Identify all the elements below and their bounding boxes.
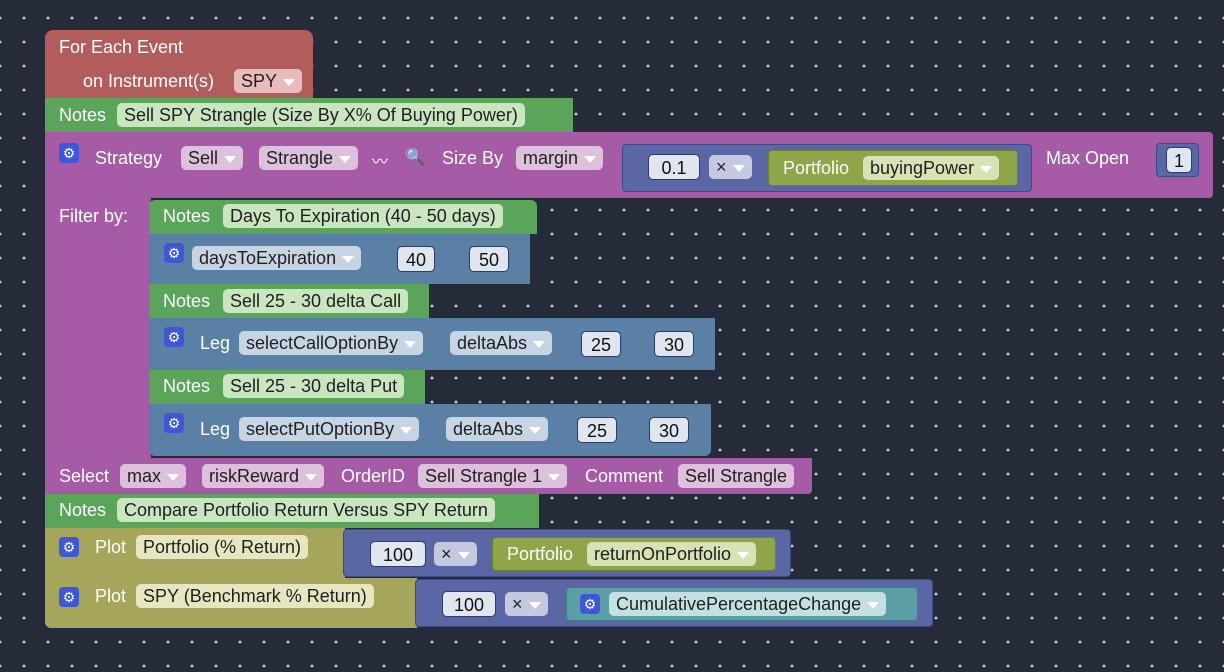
plot-label: Plot [95, 586, 127, 606]
plot-spy-factor-input[interactable]: 100 [442, 591, 496, 617]
leg-label: Leg [200, 419, 231, 439]
put-metric-dropdown[interactable]: deltaAbs [446, 417, 549, 441]
gear-icon[interactable]: ⚙ [164, 243, 184, 263]
gear-icon[interactable]: ⚙ [580, 594, 600, 614]
portfolio-label: Portfolio [783, 158, 850, 178]
select-row[interactable]: Select max riskReward OrderID Sell Stran… [45, 458, 812, 494]
notes-label: Notes [163, 206, 211, 226]
filter-by-label: Filter by: [59, 206, 129, 226]
plot-portfolio-block[interactable]: ⚙ Plot Portfolio (% Return) [45, 528, 345, 578]
put-min-input[interactable]: 25 [577, 417, 617, 443]
event-title: For Each Event [59, 37, 184, 57]
order-id-label: OrderID [341, 466, 406, 486]
dte-filter-block[interactable]: ⚙ daysToExpiration 40 50 [149, 234, 530, 284]
notes-text-dte[interactable]: Days To Expiration (40 - 50 days) [223, 204, 503, 228]
plot-portfolio-operator-dropdown[interactable]: × [434, 542, 477, 566]
notes-block-compare[interactable]: Notes Compare Portfolio Return Versus SP… [45, 494, 539, 528]
notes-label: Notes [59, 500, 107, 520]
strategy-block-left-arm [45, 196, 151, 464]
max-open-label: Max Open [1046, 148, 1130, 168]
for-each-event-block[interactable]: For Each Event on Instrument(s) SPY [45, 30, 313, 98]
notes-label: Notes [163, 376, 211, 396]
select-mode-dropdown[interactable]: max [120, 464, 187, 488]
dte-min-input[interactable]: 40 [397, 246, 435, 272]
plot-spy-name[interactable]: SPY (Benchmark % Return) [136, 584, 374, 608]
size-operator-dropdown[interactable]: × [709, 155, 752, 179]
instruments-label: on Instrument(s) [83, 71, 215, 91]
plot-label: Plot [95, 537, 127, 557]
max-open-input[interactable]: 1 [1166, 147, 1192, 173]
call-selector-dropdown[interactable]: selectCallOptionBy [239, 331, 424, 355]
gear-icon[interactable]: ⚙ [59, 587, 79, 607]
strategy-label: Strategy [95, 148, 163, 168]
notes-block-call[interactable]: Notes Sell 25 - 30 delta Call [149, 284, 429, 318]
put-max-input[interactable]: 30 [649, 417, 689, 443]
plot-spy-operator-dropdown[interactable]: × [505, 592, 548, 616]
gear-icon[interactable]: ⚙ [164, 327, 184, 347]
instrument-dropdown[interactable]: SPY [234, 69, 303, 93]
notes-label: Notes [59, 105, 107, 125]
notes-text-put[interactable]: Sell 25 - 30 delta Put [223, 374, 405, 398]
notes-text-call[interactable]: Sell 25 - 30 delta Call [223, 289, 409, 313]
comment-input[interactable]: Sell Strangle [678, 464, 795, 488]
call-max-input[interactable]: 30 [654, 331, 694, 357]
comment-label: Comment [585, 466, 664, 486]
notes-text-main[interactable]: Sell SPY Strangle (Size By X% Of Buying … [117, 103, 525, 127]
plot-spy-block[interactable]: ⚙ Plot SPY (Benchmark % Return) [45, 578, 417, 628]
plot-portfolio-field-dropdown[interactable]: returnOnPortfolio [587, 542, 757, 566]
notes-text-compare[interactable]: Compare Portfolio Return Versus SPY Retu… [117, 498, 495, 522]
call-min-input[interactable]: 25 [581, 331, 621, 357]
size-by-label: Size By [442, 148, 504, 168]
notes-block-dte[interactable]: Notes Days To Expiration (40 - 50 days) [149, 200, 537, 234]
line-chart-icon[interactable]: 〰 [372, 154, 389, 171]
notes-block-put[interactable]: Notes Sell 25 - 30 delta Put [149, 370, 425, 404]
leg-label: Leg [200, 333, 231, 353]
order-id-dropdown[interactable]: Sell Strangle 1 [418, 464, 568, 488]
notes-label: Notes [163, 291, 211, 311]
put-selector-dropdown[interactable]: selectPutOptionBy [239, 417, 420, 441]
plot-portfolio-name[interactable]: Portfolio (% Return) [136, 535, 309, 559]
notes-block-main[interactable]: Notes Sell SPY Strangle (Size By X% Of B… [45, 98, 573, 132]
plot-portfolio-factor-input[interactable]: 100 [370, 541, 426, 567]
plot-portfolio-source-label: Portfolio [507, 544, 574, 564]
portfolio-field-dropdown[interactable]: buyingPower [863, 156, 1000, 180]
select-metric-dropdown[interactable]: riskReward [202, 464, 325, 488]
side-dropdown[interactable]: Sell [181, 146, 244, 170]
cumulative-change-dropdown[interactable]: CumulativePercentageChange [609, 592, 887, 616]
size-factor-input[interactable]: 0.1 [648, 154, 700, 180]
dte-field-dropdown[interactable]: daysToExpiration [192, 246, 362, 270]
select-label: Select [59, 466, 110, 486]
call-metric-dropdown[interactable]: deltaAbs [450, 331, 553, 355]
leg-call-block[interactable]: ⚙ Leg selectCallOptionBy deltaAbs 25 30 [149, 318, 715, 370]
chart-search-icon[interactable]: 🔍 [405, 149, 425, 166]
size-by-dropdown[interactable]: margin [516, 146, 604, 170]
leg-put-block[interactable]: ⚙ Leg selectPutOptionBy deltaAbs 25 30 [149, 404, 711, 456]
dte-max-input[interactable]: 50 [469, 246, 509, 272]
gear-icon[interactable]: ⚙ [59, 143, 79, 163]
strategy-type-dropdown[interactable]: Strangle [259, 146, 359, 170]
gear-icon[interactable]: ⚙ [59, 537, 79, 557]
gear-icon[interactable]: ⚙ [164, 413, 184, 433]
